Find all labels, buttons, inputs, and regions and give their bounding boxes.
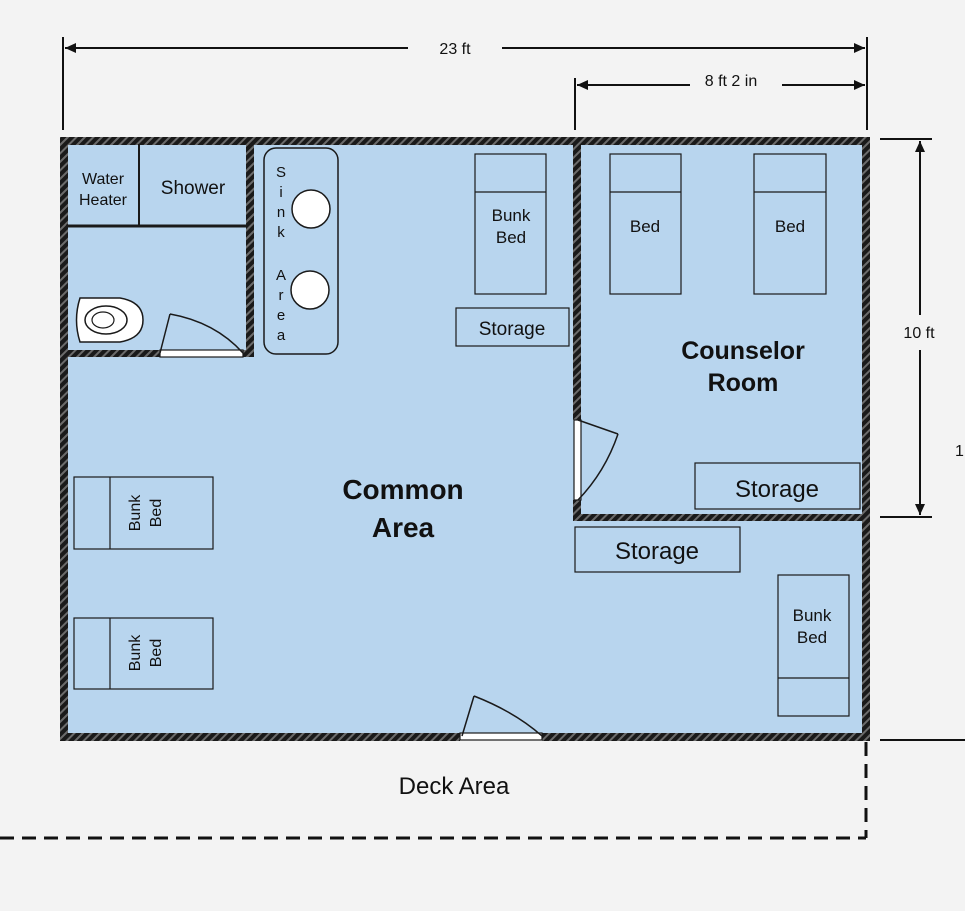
storage-top-label: Storage: [479, 319, 546, 340]
sink-area-label: S i n k A r e a: [276, 164, 286, 344]
svg-text:n: n: [277, 204, 285, 221]
svg-text:Bed: Bed: [148, 499, 165, 527]
svg-text:A: A: [276, 267, 286, 284]
bunk-bed-right-label-line1: Bunk: [793, 606, 832, 625]
counselor-bed-right: [753, 153, 827, 295]
svg-text:Bunk: Bunk: [127, 494, 144, 531]
bunk-bed-left-lower: [73, 617, 214, 690]
wall-counselor-left-lower: [573, 500, 581, 521]
counselor-depth-label: 10 ft: [903, 325, 935, 342]
entry-door[interactable]: [459, 695, 543, 741]
bathroom-partitions: [66, 144, 247, 228]
bunk-bed-right-label-line2: Bed: [797, 628, 827, 647]
wall-bottom-right: [542, 733, 870, 741]
walls: [60, 137, 870, 741]
svg-text:a: a: [277, 327, 286, 344]
bunk-bed-left-upper-label: Bunk Bed: [127, 494, 165, 531]
storage-common: [574, 526, 741, 573]
overall-width-label: 23 ft: [439, 41, 471, 58]
common-area-title-line2: Area: [372, 512, 435, 543]
bunk-bed-top-label-line1: Bunk: [492, 206, 531, 225]
shower-label: Shower: [161, 178, 226, 199]
wall-right: [862, 137, 870, 741]
bunk-bed-left-lower-label: Bunk Bed: [127, 634, 165, 671]
storage-common-label: Storage: [615, 538, 699, 565]
counselor-bed-right-label: Bed: [775, 217, 805, 236]
sink-area: [263, 147, 339, 355]
svg-text:r: r: [279, 287, 284, 304]
deck-area-label: Deck Area: [399, 773, 510, 800]
counselor-room-title-line1: Counselor: [681, 337, 805, 365]
dimension-lines: [62, 37, 965, 741]
bunk-bed-left-upper: [73, 476, 214, 550]
bunk-bed-top: [474, 153, 547, 295]
counselor-door[interactable]: [573, 419, 619, 501]
storage-counselor-label: Storage: [735, 476, 819, 503]
svg-text:Bed: Bed: [148, 639, 165, 667]
bunk-bed-top-label-line2: Bed: [496, 228, 526, 247]
wall-counselor-bottom: [573, 514, 870, 521]
sink-basin-icon: [291, 189, 331, 229]
common-area-title-line1: Common: [342, 474, 463, 505]
wall-bathroom-bottom-end: [243, 350, 254, 357]
wall-left: [60, 137, 68, 741]
svg-text:e: e: [277, 307, 285, 324]
wall-bathroom-right: [246, 140, 254, 357]
bunk-bed-right: [777, 574, 850, 717]
toilet-icon: [75, 297, 144, 343]
svg-text:k: k: [277, 224, 285, 241]
wall-top: [60, 137, 870, 145]
counselor-room-title-line2: Room: [708, 369, 779, 397]
counselor-width-label: 8 ft 2 in: [705, 73, 757, 90]
bathroom-door[interactable]: [159, 313, 244, 358]
water-heater-label-line1: Water: [82, 171, 125, 188]
water-heater-label-line2: Heater: [79, 192, 128, 209]
counselor-bed-left: [609, 153, 682, 295]
svg-text:S: S: [276, 164, 286, 181]
svg-text:i: i: [279, 184, 282, 201]
sink-basin-icon: [290, 270, 330, 310]
deck-outline: [0, 742, 868, 840]
partial-dimension-label: 1: [955, 443, 964, 460]
svg-text:Bunk: Bunk: [127, 634, 144, 671]
wall-counselor-left-upper: [573, 140, 581, 420]
wall-bottom-left: [60, 733, 460, 741]
counselor-bed-left-label: Bed: [630, 217, 660, 236]
wall-bathroom-bottom: [63, 350, 160, 357]
storage-counselor: [694, 462, 861, 510]
storage-top: [455, 307, 570, 347]
